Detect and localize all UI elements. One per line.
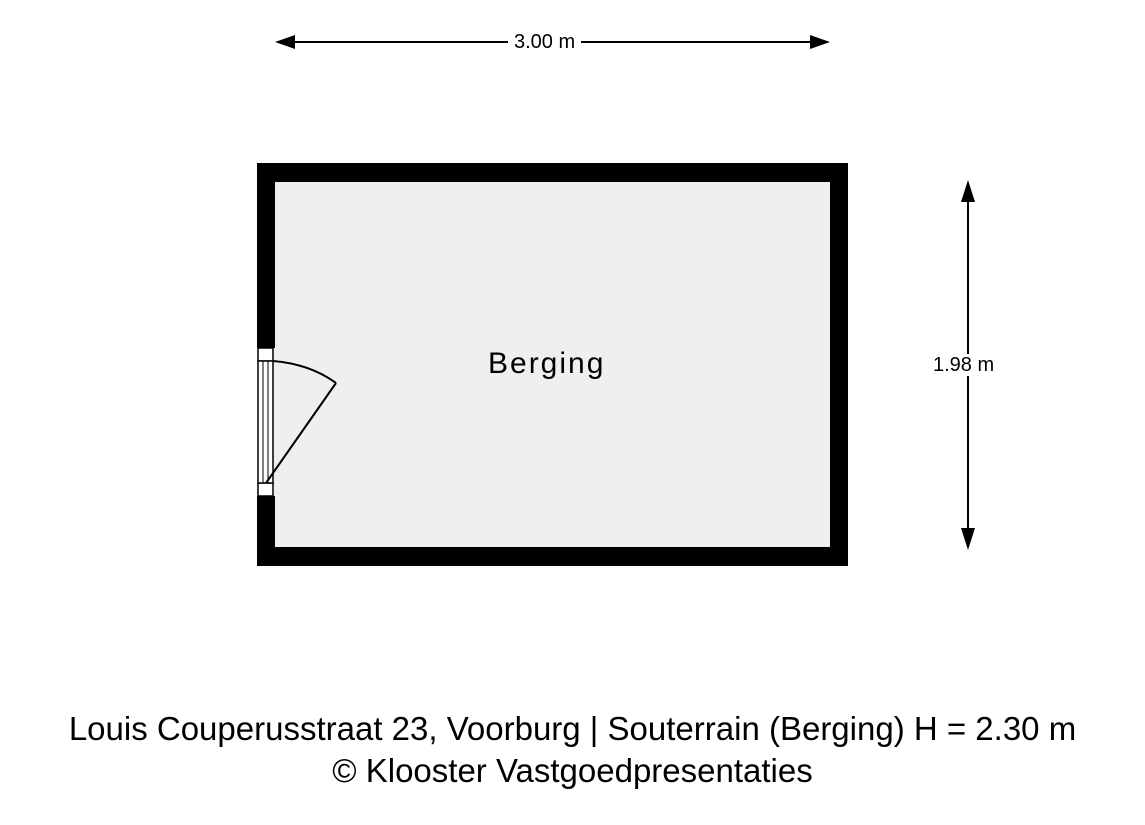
door (257, 347, 337, 497)
caption-address: Louis Couperusstraat 23, Voorburg | Sout… (68, 710, 1077, 747)
caption-copyright: © Klooster Vastgoedpresentaties (332, 752, 813, 789)
depth-dimension-label: 1.98 m (927, 354, 1001, 376)
room-floor (266, 172, 839, 556)
room-label: Berging (488, 347, 606, 380)
width-dimension-label: 3.00 m (508, 31, 582, 53)
walls (257, 163, 848, 566)
